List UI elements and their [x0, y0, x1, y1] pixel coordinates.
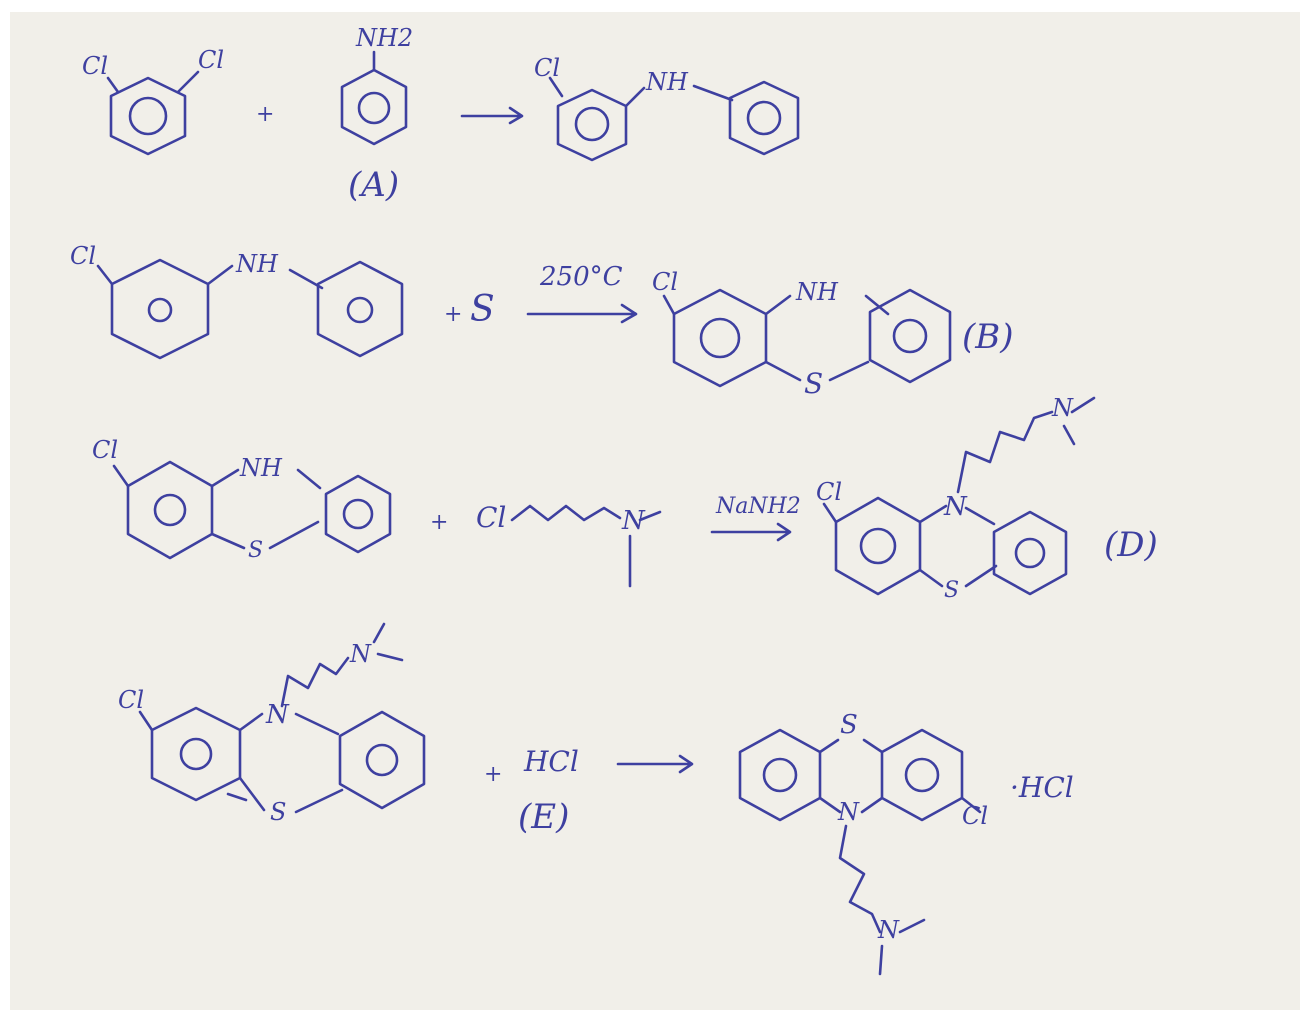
r1-arrow [460, 106, 524, 125]
r3-s-label: S [248, 538, 264, 563]
r3-nh-label: NH [240, 454, 282, 482]
r1-product-cl-label: Cl [534, 54, 561, 82]
r2-product-phenothiazine [662, 288, 952, 388]
r1-cl-label-b: Cl [198, 46, 225, 74]
r4-plus-sign: + [484, 762, 503, 787]
r1-cl-label-a: Cl [82, 52, 109, 80]
r4-n-label: N [266, 700, 289, 730]
r2-sulfur-reagent: S [470, 289, 495, 330]
r3-product-s-label: S [944, 578, 960, 603]
r4-tag-e: (E) [518, 797, 570, 837]
r1-tag-a: (A) [348, 165, 400, 205]
r3-plus-sign: + [430, 510, 449, 535]
r3-reagent-n-label: N [622, 506, 645, 536]
r3-chlorophenothiazine [112, 460, 392, 560]
r4-hcl-reagent: HCl [524, 745, 579, 778]
r1-product-diphenylamine [548, 76, 800, 162]
r1-aniline [340, 50, 408, 146]
r4-product-chlorpromazine-hcl [738, 728, 982, 976]
paper-sheet [10, 12, 1300, 1010]
r1-product-nh-label: NH [646, 68, 688, 96]
r4-product-sidechain-n-label: N [878, 916, 899, 944]
r3-product-sidechain-n-label: N [1052, 394, 1073, 422]
r3-arrow [710, 522, 792, 542]
r2-tag-b: (B) [962, 317, 1014, 357]
r1-nh2-label: NH2 [356, 24, 414, 52]
r4-cl-label: Cl [118, 686, 145, 714]
r3-tag-d: (D) [1104, 525, 1158, 565]
r4-product-s-label: S [840, 710, 858, 740]
r1-dichlorobenzene [106, 70, 200, 156]
r1-plus-sign: + [256, 102, 275, 127]
r2-product-cl-label: Cl [652, 268, 679, 296]
r2-condition-temperature: 250°C [540, 262, 623, 292]
r4-chlorpromazine-base [138, 622, 426, 814]
r2-product-nh-label: NH [796, 278, 838, 306]
r3-product-chlorpromazine-base [822, 396, 1096, 596]
r2-arrow [526, 303, 638, 324]
r3-product-n-label: N [944, 492, 967, 522]
r4-sidechain-n-label: N [350, 640, 371, 668]
r3-reagent-cl-label: Cl [476, 501, 507, 534]
r4-arrow [616, 754, 694, 774]
r4-hcl-salt-label: ·HCl [1010, 771, 1074, 804]
r4-product-n-label: N [838, 798, 859, 826]
r3-product-cl-label: Cl [816, 478, 843, 506]
r2-product-s-label: S [804, 367, 824, 400]
r3-alkyl-chloride-reagent [510, 504, 662, 588]
r2-nh-label: NH [236, 250, 278, 278]
r4-product-cl-label: Cl [962, 802, 989, 830]
r2-plus-sign: + [444, 302, 463, 327]
r3-cl-label: Cl [92, 436, 119, 464]
r4-s-label: S [270, 798, 287, 826]
r3-condition-reagent: NaNH2 [716, 494, 801, 519]
r2-diphenylamine [96, 258, 404, 360]
r2-cl-label: Cl [70, 242, 97, 270]
